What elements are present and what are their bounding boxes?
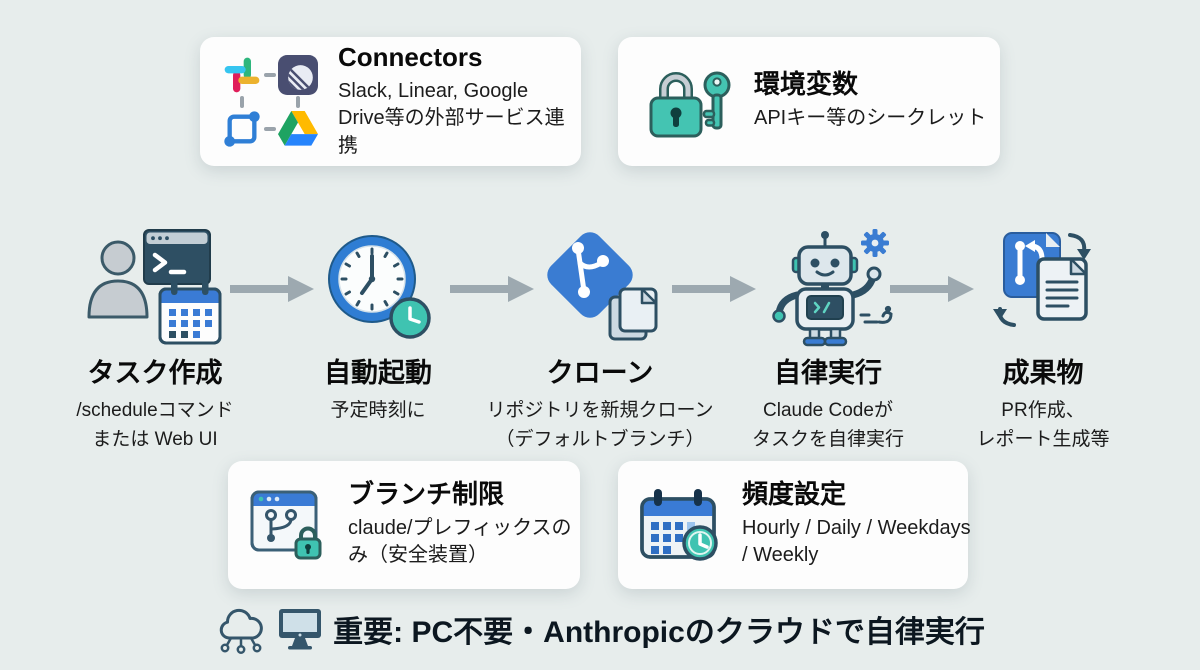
clock-badge-icon	[682, 525, 718, 561]
frequency-card: 頻度設定 Hourly / Daily / Weekdays / Weekly	[618, 461, 971, 589]
frequency-subtitle: Hourly / Daily / Weekdays / Weekly	[742, 517, 971, 567]
terminal-icon	[143, 229, 211, 285]
calendar-icon	[158, 281, 222, 345]
step-title: 成果物	[1002, 358, 1084, 388]
robot-icon	[772, 229, 893, 347]
footer-banner: 重要: PC不要・Anthropicのクラウドで自律実行	[0, 604, 1200, 654]
branch-limit-title: ブランチ制限	[348, 479, 505, 510]
connector-dash	[264, 72, 276, 77]
clock-badge-icon	[389, 297, 431, 339]
browser-git-icon	[250, 490, 322, 560]
linear-icon	[278, 54, 318, 95]
connectors-subtitle: Slack, Linear, Google Drive等の外部サービス連携	[338, 80, 565, 157]
arrow-right-icon	[672, 276, 756, 302]
connectors-card: Connectors Slack, Linear, Google Drive等の…	[200, 37, 581, 166]
user-icon	[87, 240, 149, 319]
flow-step-autonomous-run: 自律実行 Claude Codeが タスクを自律実行	[708, 225, 948, 454]
document-icon	[1036, 257, 1088, 321]
git-icon	[547, 232, 633, 318]
cloud-network-icon	[219, 608, 263, 654]
step-subtitle-line: （デフォルトブランチ）	[495, 428, 705, 450]
step-subtitle-line: リポジトリを新規クローン	[486, 400, 714, 421]
env-vars-title: 環境変数	[754, 69, 859, 100]
connector-dash	[264, 126, 276, 131]
flow-step-artifacts: 成果物 PR作成、 レポート生成等	[933, 225, 1153, 454]
git-branch-icon	[265, 509, 297, 542]
flow-step-clone: クローン リポジトリを新規クローン （デフォルトブランチ）	[478, 225, 722, 454]
slack-icon	[224, 57, 260, 92]
step-subtitle-line: レポート生成等	[976, 428, 1110, 450]
step-title: 自動起動	[324, 358, 432, 388]
copy-pages-icon	[608, 287, 658, 341]
step-subtitle-line: または Web UI	[92, 428, 218, 450]
branch-limit-card: ブランチ制限 claude/プレフィックスのみ（安全装置）	[228, 461, 580, 589]
motion-dash-icon	[859, 305, 893, 324]
step-title: 自律実行	[774, 358, 882, 388]
arrow-right-icon	[230, 276, 314, 302]
step-subtitle-line: /scheduleコマンド	[76, 400, 234, 421]
step-title: タスク作成	[87, 358, 223, 388]
step-subtitle-line: Claude Codeが	[763, 400, 893, 421]
connector-icons-grid	[222, 54, 318, 149]
step-subtitle-line: タスクを自律実行	[751, 428, 904, 450]
flow-step-task-create: タスク作成 /scheduleコマンド または Web UI	[35, 225, 275, 454]
refresh-arrows-icon	[993, 233, 1091, 327]
clock-icon	[328, 235, 431, 339]
connectors-title: Connectors	[338, 42, 483, 73]
lock-icon	[649, 71, 703, 137]
lock-badge-icon	[294, 526, 322, 560]
lock-and-key-icon	[649, 71, 731, 137]
clone-icon	[547, 232, 658, 341]
flow-step-auto-start: 自動起動 予定時刻に	[278, 225, 478, 426]
key-icon	[702, 71, 731, 129]
connector-dash	[240, 95, 244, 108]
connector-dash	[296, 95, 300, 108]
task-create-icon	[87, 229, 222, 345]
artifacts-icon	[993, 232, 1091, 327]
branch-limit-subtitle: claude/プレフィックスのみ（安全装置）	[348, 517, 572, 567]
env-vars-subtitle: APIキー等のシークレット	[754, 107, 987, 130]
env-vars-card: 環境変数 APIキー等のシークレット	[618, 37, 1000, 166]
step-subtitle-line: 予定時刻に	[330, 400, 426, 421]
node-link-icon	[224, 110, 260, 147]
gear-icon	[861, 229, 889, 257]
footer-text: 重要: PC不要・Anthropicのクラウドで自律実行	[333, 616, 985, 649]
monitor-icon	[279, 609, 322, 650]
frequency-title: 頻度設定	[742, 479, 847, 510]
step-title: クローン	[546, 358, 654, 388]
arrow-right-icon	[890, 276, 974, 302]
step-subtitle-line: PR作成、	[1001, 400, 1085, 421]
calendar-clock-icon	[640, 489, 718, 561]
google-drive-icon	[278, 110, 318, 146]
arrow-right-icon	[450, 276, 534, 302]
